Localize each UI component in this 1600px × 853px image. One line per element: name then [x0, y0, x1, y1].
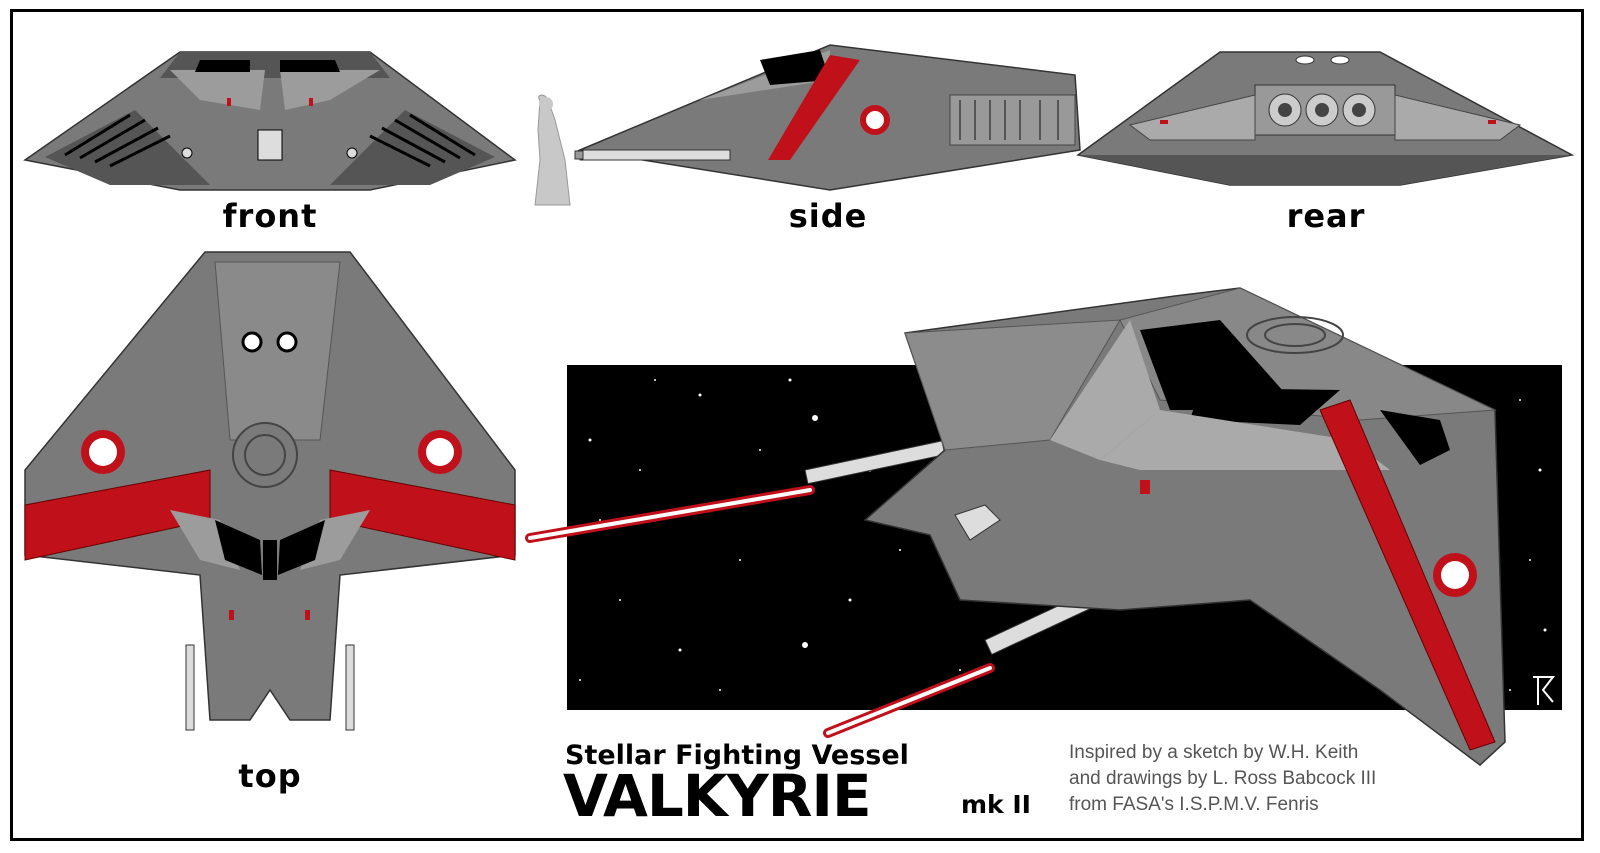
- vessel-mark: mk II: [961, 790, 1031, 819]
- view-label-rear: rear: [1286, 197, 1366, 235]
- top-view-illustration: [24, 251, 516, 731]
- credit-line: Inspired by a sketch by W.H. Keith: [1069, 742, 1359, 763]
- rear-view-illustration: [1076, 51, 1575, 186]
- credit-line: and drawings by L. Ross Babcock III: [1069, 768, 1377, 789]
- view-label-side: side: [788, 197, 868, 235]
- vessel-title: VALKYRIE: [563, 762, 872, 830]
- front-view-illustration: [23, 51, 517, 191]
- credit-line: from FASA's I.S.P.M.V. Fenris: [1069, 794, 1319, 815]
- credits-block: Inspired by a sketch by W.H. Keith and d…: [1069, 740, 1376, 818]
- page-frame: [10, 9, 1584, 841]
- view-label-top: top: [238, 757, 302, 795]
- artist-monogram: [1533, 676, 1556, 705]
- space-scene: [525, 287, 1562, 766]
- view-label-front: front: [222, 197, 318, 235]
- side-view-illustration: [534, 44, 1081, 206]
- human-scale-figure: [534, 94, 571, 206]
- vessel-subtitle: Stellar Fighting Vessel: [565, 740, 909, 771]
